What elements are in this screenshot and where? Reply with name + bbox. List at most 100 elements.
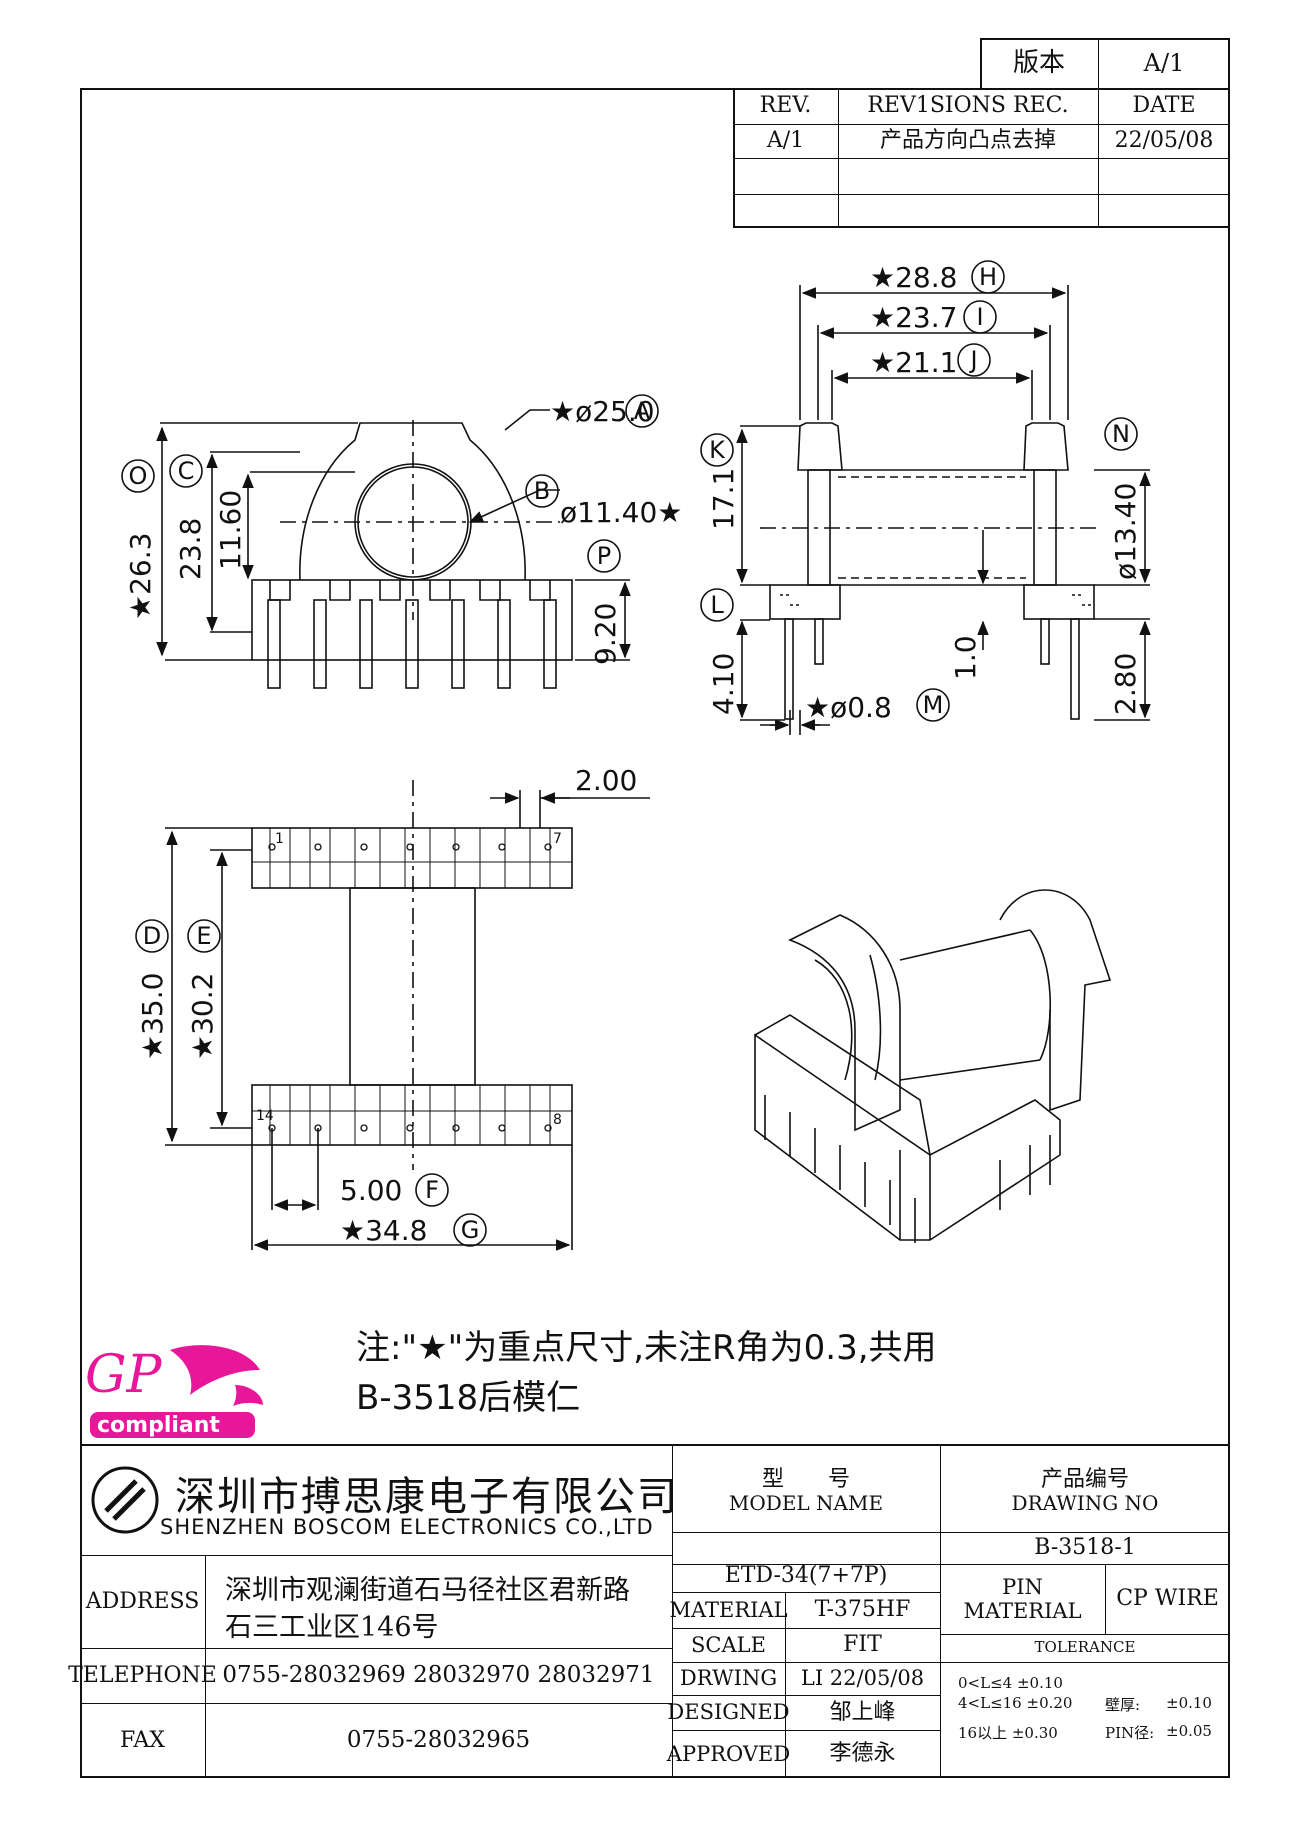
gp-text: GP: [85, 1345, 162, 1405]
pin-7-label: 7: [553, 831, 562, 847]
address-line-1: 深圳市观澜街道石马径社区君新路: [225, 1575, 630, 1606]
revision-date-cell: 22/05/08: [1114, 128, 1214, 154]
dim-A-text: ★ø25.0: [550, 395, 655, 428]
drawing-label-en: DRAWING NO: [1011, 1491, 1159, 1516]
circle-letter-I: I: [963, 300, 997, 334]
tolerance-1: 0<L≤4 ±0.10: [958, 1674, 1063, 1692]
pin-8-label: 8: [553, 1112, 562, 1128]
front-view: [156, 409, 631, 689]
svg-text:B: B: [534, 477, 550, 505]
dim-I-text: ★23.7: [870, 301, 957, 334]
circle-letter-B: B: [525, 474, 559, 508]
pin-label-1: PIN: [1002, 1574, 1043, 1599]
dim-P-text: 9.20: [589, 603, 622, 665]
pin-1-label: 1: [275, 831, 284, 847]
svg-text:K: K: [709, 436, 726, 464]
title-block: [80, 1444, 1230, 1778]
technical-drawing: ★ø25.0 ø11.40★ ★26.3 23.8 11.60 9.20 ★28…: [121, 260, 1151, 1251]
company-logo-icon: [90, 1465, 160, 1535]
circle-letter-J: J: [957, 343, 991, 377]
dim-10-text: 1.0: [949, 635, 982, 680]
address-label: ADDRESS: [85, 1588, 200, 1614]
telephone-value: 0755-28032969 28032970 28032971: [222, 1662, 655, 1689]
dim-F-text: 5.00: [340, 1174, 402, 1207]
circle-letter-E: E: [187, 919, 221, 953]
dim-200-text: 2.00: [575, 764, 637, 797]
pin-material-value: CP WIRE: [1116, 1586, 1219, 1612]
dim-11-text: 11.60: [214, 490, 247, 570]
note-line-1: 注:"★"为重点尺寸,未注R角为0.3,共用: [356, 1328, 937, 1368]
pin-label-2: MATERIAL: [963, 1599, 1082, 1623]
svg-text:G: G: [461, 1216, 480, 1244]
address-line-2: 石三工业区146号: [225, 1612, 439, 1643]
leaf-icon: [90, 1345, 263, 1438]
drawing-value: B-3518-1: [1034, 1535, 1136, 1561]
dim-280-text: 2.80: [1109, 653, 1142, 715]
circle-letter-G: G: [453, 1213, 487, 1247]
dim-K-text: 17.1: [707, 468, 740, 530]
dim-O-text: ★26.3: [124, 533, 157, 620]
tolerance-3: 16以上 ±0.30: [958, 1724, 1058, 1742]
pin-dia-label: PIN径:: [1105, 1724, 1155, 1742]
svg-text:A: A: [634, 397, 651, 425]
rev-header: REV.: [759, 93, 812, 119]
dim-H-text: ★28.8: [870, 261, 957, 294]
telephone-label: TELEPHONE: [68, 1662, 217, 1688]
dim-E-text: ★30.2: [186, 973, 219, 1060]
circle-letter-N: N: [1104, 417, 1138, 451]
wall-value: ±0.10: [1166, 1694, 1212, 1712]
fax-label: FAX: [120, 1727, 165, 1753]
svg-text:H: H: [979, 263, 997, 291]
model-label: 型 号 MODEL NAME: [672, 1450, 940, 1532]
date-header: DATE: [1132, 93, 1196, 119]
dim-410-text: 4.10: [707, 653, 740, 715]
top-view: [165, 780, 650, 1251]
dim-N-text: ø13.40: [1109, 483, 1142, 580]
svg-text:C: C: [178, 457, 195, 485]
svg-text:L: L: [710, 591, 724, 619]
note-line-2: B-3518后模仁: [356, 1378, 581, 1418]
scale-value: FIT: [843, 1632, 882, 1658]
approved-value: 李德永: [829, 1741, 896, 1767]
model-label-en: MODEL NAME: [728, 1491, 884, 1516]
svg-text:O: O: [129, 462, 148, 490]
dim-C-text: 23.8: [174, 518, 207, 580]
model-label-cn: 型 号: [761, 1466, 850, 1492]
approved-label: APPROVED: [666, 1741, 791, 1766]
pin-14-label: 14: [256, 1108, 274, 1124]
pin-material-label: PIN MATERIAL: [940, 1564, 1105, 1634]
circle-letter-H: H: [971, 260, 1005, 294]
svg-text:P: P: [597, 542, 611, 570]
version-value: A/1: [1143, 49, 1185, 78]
drawing-label-cn: 产品编号: [1040, 1466, 1129, 1492]
circle-letter-P: P: [587, 539, 621, 573]
circle-letter-O: O: [121, 459, 155, 493]
isometric-view: [754, 889, 1112, 1243]
scale-label: SCALE: [691, 1632, 766, 1657]
fax-value: 0755-28032965: [346, 1727, 531, 1754]
side-view: [736, 285, 1151, 735]
circle-letter-K: K: [700, 433, 734, 467]
circle-letter-F: F: [415, 1173, 449, 1207]
svg-text:E: E: [196, 922, 211, 950]
svg-text:N: N: [1112, 420, 1130, 448]
drawing-label: 产品编号 DRAWING NO: [940, 1450, 1230, 1532]
dim-G-text: ★34.8: [340, 1214, 427, 1247]
svg-text:M: M: [923, 691, 944, 719]
tolerance-label: TOLERANCE: [1034, 1638, 1136, 1657]
dim-M-text: ★ø0.8: [805, 691, 892, 724]
wall-label: 壁厚:: [1105, 1696, 1141, 1714]
dim-B-text: ø11.40★: [560, 496, 682, 529]
gp-compliant-logo: GP compliant: [85, 1340, 265, 1440]
circle-letter-D: D: [135, 919, 169, 953]
tolerance-2: 4<L≤16 ±0.20: [958, 1694, 1073, 1712]
compliant-text: compliant: [97, 1413, 220, 1438]
svg-text:D: D: [143, 922, 161, 950]
revision-note-cell: 产品方向凸点去掉: [879, 128, 1056, 154]
svg-text:I: I: [976, 303, 983, 331]
material-label: MATERIAL: [669, 1597, 788, 1622]
circle-letter-C: C: [169, 454, 203, 488]
circle-letter-L: L: [700, 588, 734, 622]
circle-letter-M: M: [916, 688, 950, 722]
designed-value: 邹上峰: [829, 1699, 896, 1725]
